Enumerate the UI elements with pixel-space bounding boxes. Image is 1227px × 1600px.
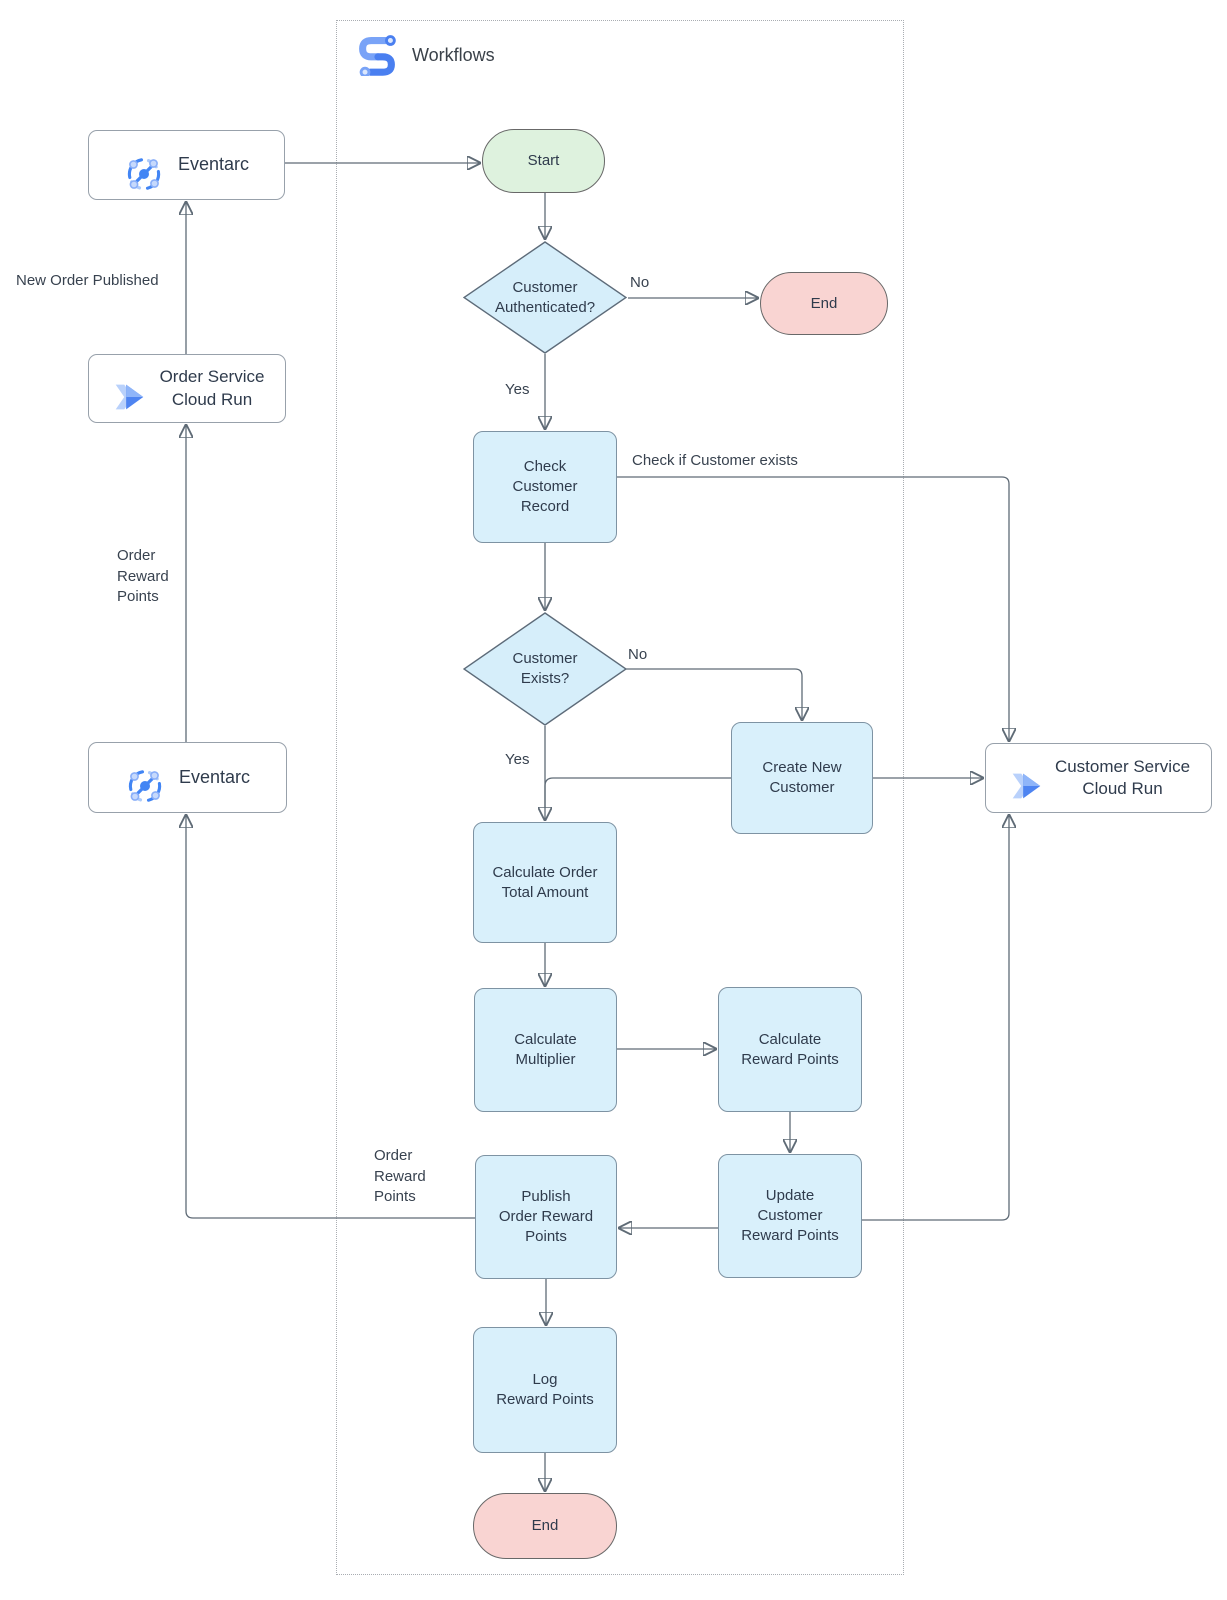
workflows-container — [336, 20, 904, 1575]
cloud-run-icon — [110, 355, 148, 422]
workflows-icon — [354, 30, 400, 81]
node-customer-authenticated: Customer Authenticated? — [463, 241, 627, 354]
cloud-run-icon — [1007, 745, 1045, 812]
label-no-exists: No — [628, 646, 648, 663]
node-end-bottom: End — [473, 1493, 617, 1559]
node-customer-service-cloud-run: Customer Service Cloud Run — [985, 743, 1212, 813]
node-label: Eventarc — [178, 766, 251, 787]
label-new-order-published: New Order Published — [16, 272, 159, 289]
workflows-header: Workflows — [354, 30, 495, 81]
node-eventarc-low: Eventarc — [88, 742, 287, 813]
node-calculate-multiplier: Calculate Multiplier — [474, 988, 617, 1112]
node-log-reward-points: Log Reward Points — [473, 1327, 617, 1453]
node-create-new-customer: Create New Customer — [731, 722, 873, 834]
workflows-title: Workflows — [412, 45, 495, 65]
label-no-authenticated: No — [630, 274, 650, 291]
node-publish-order-reward-points: Publish Order Reward Points — [475, 1155, 617, 1279]
node-end-top: End — [760, 272, 888, 335]
eventarc-icon — [125, 742, 165, 813]
node-update-customer-reward-points: Update Customer Reward Points — [718, 1154, 862, 1278]
node-calculate-order-total: Calculate Order Total Amount — [473, 822, 617, 943]
label-yes-authenticated: Yes — [505, 381, 530, 398]
node-check-customer-record: Check Customer Record — [473, 431, 617, 543]
node-label: Customer Authenticated? — [494, 278, 596, 316]
eventarc-icon — [124, 130, 164, 201]
label-order-reward-points-mid: Order Reward Points — [374, 1147, 426, 1206]
node-label: Customer Exists? — [512, 650, 578, 687]
node-eventarc-top: Eventarc — [88, 130, 285, 200]
node-customer-exists: Customer Exists? — [463, 612, 627, 726]
label-yes-exists: Yes — [505, 751, 530, 768]
node-label: Eventarc — [177, 154, 250, 175]
node-start: Start — [482, 129, 605, 193]
label-check-if-customer-exists: Check if Customer exists — [632, 452, 798, 469]
node-calculate-reward-points: Calculate Reward Points — [718, 987, 862, 1112]
node-label: Order Service Cloud Run — [159, 367, 265, 409]
label-order-reward-points-left: Order Reward Points — [117, 547, 169, 606]
node-label: Customer Service Cloud Run — [1054, 756, 1191, 798]
node-order-service-cloud-run: Order Service Cloud Run — [88, 354, 286, 423]
